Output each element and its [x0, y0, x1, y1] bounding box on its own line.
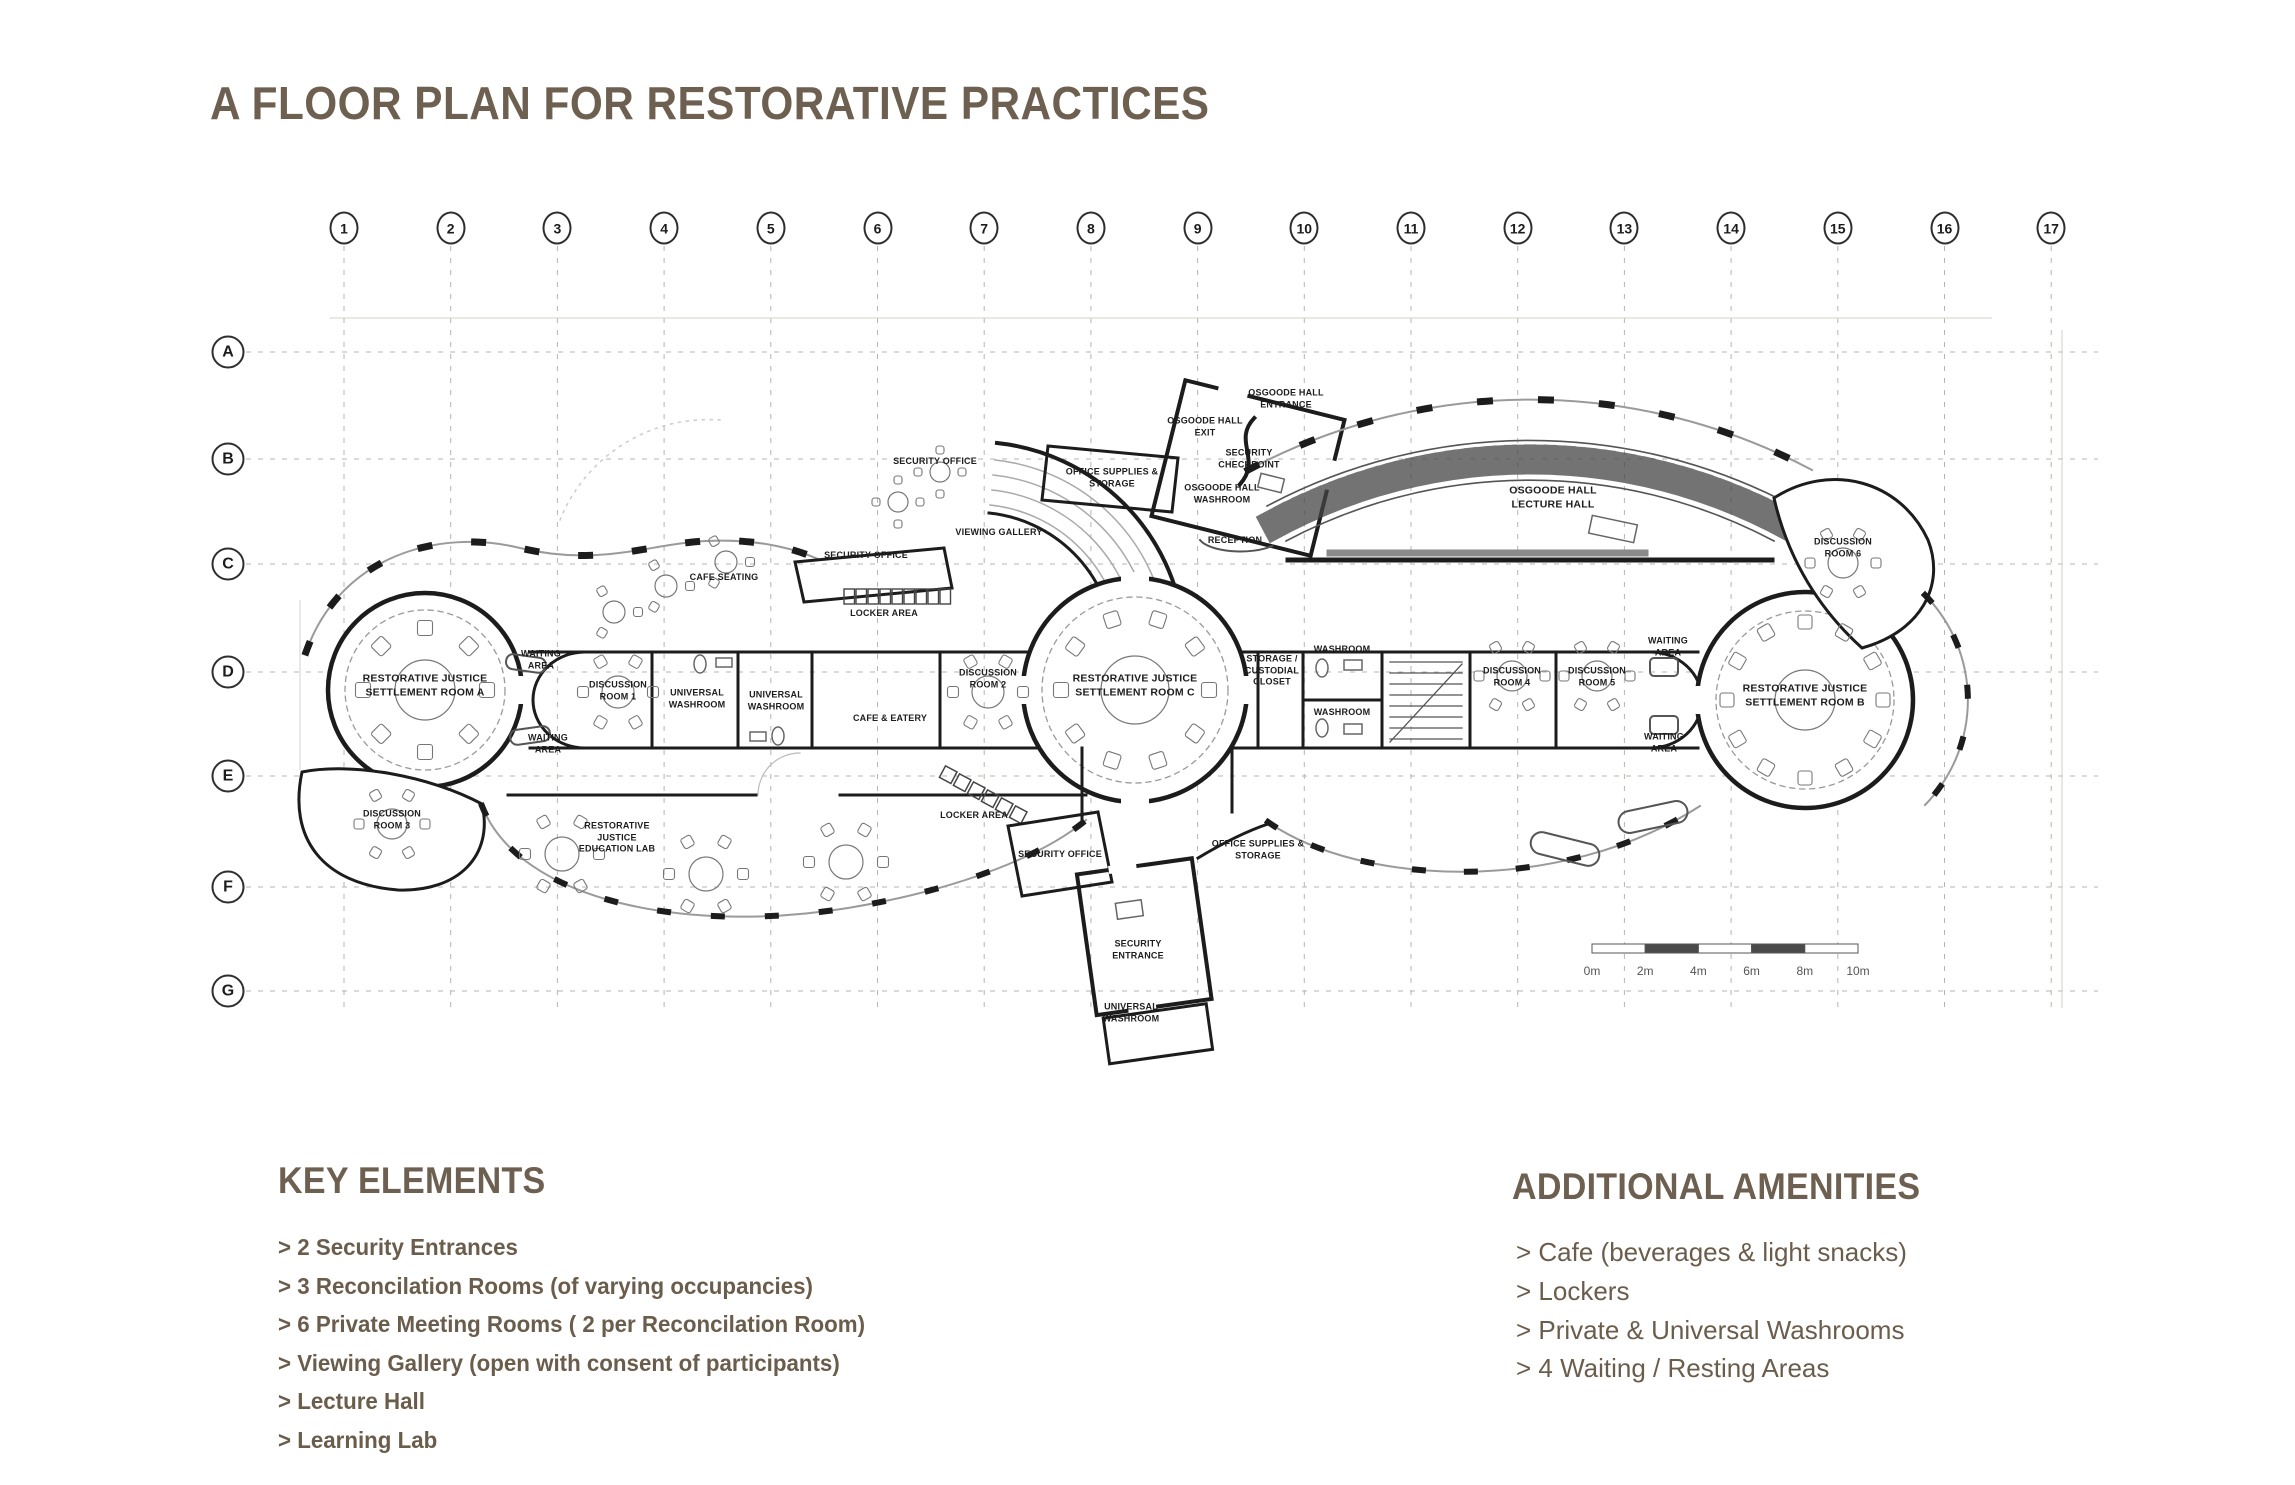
amenity-item: > Lockers: [1516, 1275, 1630, 1306]
room-label: OSGOODE HALL LECTURE HALL: [1509, 484, 1597, 510]
grid-column-bubble-1: 1: [329, 211, 359, 245]
room-label: DISCUSSION ROOM 3: [362, 808, 422, 830]
grid-column-bubble-16: 16: [1930, 211, 1959, 245]
room-label: UNIVERSAL WASHROOM: [1102, 1001, 1160, 1023]
grid-column-bubble-4: 4: [649, 211, 679, 245]
room-label: OFFICE SUPPLIES & STORAGE: [1065, 466, 1159, 488]
scale-bar-label: 10m: [1846, 964, 1870, 978]
grid-column-bubble-9: 9: [1183, 211, 1213, 245]
amenity-item: > 4 Waiting / Resting Areas: [1516, 1353, 1830, 1384]
room-label: UNIVERSAL WASHROOM: [747, 689, 805, 711]
key-element-item: > 2 Security Entrances: [278, 1234, 518, 1260]
grid-column-bubble-13: 13: [1609, 211, 1639, 245]
grid-column-bubble-15: 15: [1823, 211, 1853, 245]
room-label: OSGOODE HALL ENTRANCE: [1248, 387, 1324, 409]
grid-column-bubble-8: 8: [1076, 211, 1106, 245]
room-label: SECURITY OFFICE: [893, 456, 977, 467]
room-label: WAITING AREA: [521, 648, 561, 670]
grid-row-bubble-F: F: [211, 870, 245, 904]
grid-column-bubble-5: 5: [756, 211, 786, 245]
room-label: OSGOODE HALL WASHROOM: [1184, 482, 1260, 504]
room-label: RECEPTION: [1207, 535, 1263, 546]
scale-bar-label: 6m: [1743, 964, 1760, 978]
room-label: RESTORATIVE JUSTICE EDUCATION LAB: [578, 820, 656, 854]
room-label: RESTORATIVE JUSTICE SETTLEMENT ROOM A: [362, 672, 488, 698]
locker-row: [843, 588, 952, 605]
grid-row-bubble-G: G: [211, 974, 245, 1008]
furniture: [353, 445, 1891, 914]
grid-row-bubble-C: C: [211, 547, 245, 581]
grid-column-bubble-6: 6: [863, 211, 892, 245]
room-label: WAITING AREA: [528, 732, 568, 754]
grid-column-bubble-3: 3: [542, 211, 572, 245]
room-label: RESTORATIVE JUSTICE SETTLEMENT ROOM C: [1072, 672, 1198, 698]
grid-column-bubble-10: 10: [1289, 211, 1319, 245]
room-label: WASHROOM: [1313, 644, 1371, 655]
grid-column-bubble-7: 7: [969, 211, 999, 245]
grid-row-bubble-A: A: [211, 335, 245, 369]
scale-bar: [1591, 943, 1859, 954]
room-label: DISCUSSION ROOM 2: [958, 667, 1018, 689]
room-label: OSGOODE HALL EXIT: [1167, 415, 1243, 437]
scale-bar-label: 0m: [1583, 964, 1601, 978]
room-label: WAITING AREA: [1648, 635, 1688, 657]
key-element-item: > Learning Lab: [278, 1426, 438, 1453]
room-label: DISCUSSION ROOM 5: [1567, 665, 1627, 687]
scale-bar-label: 4m: [1690, 964, 1707, 978]
room-label: LOCKER AREA: [850, 608, 918, 619]
grid-row-bubble-E: E: [211, 759, 245, 793]
key-element-item: > 6 Private Meeting Rooms ( 2 per Reconc…: [278, 1311, 866, 1337]
key-element-item: > Lecture Hall: [278, 1388, 425, 1414]
dimension-lines: [299, 317, 2063, 1008]
room-label: DISCUSSION ROOM 1: [588, 679, 648, 701]
grid-column-bubble-12: 12: [1503, 211, 1533, 245]
grid-row-bubble-D: D: [211, 655, 245, 689]
room-label: STORAGE / CUSTODIAL CLOSET: [1244, 653, 1300, 687]
room-label: WAITING AREA: [1644, 731, 1684, 753]
grid-row-bubble-B: B: [211, 442, 245, 476]
additional-amenities-heading: ADDITIONAL AMENITIES: [1512, 1166, 1921, 1207]
room-label: DISCUSSION ROOM 4: [1482, 665, 1542, 687]
room-label: DISCUSSION ROOM 6: [1813, 536, 1873, 558]
additional-amenities-list: > Cafe (beverages & light snacks) > Locke…: [1516, 1233, 1907, 1388]
grid-column-bubble-14: 14: [1716, 211, 1746, 245]
room-label: WASHROOM: [1313, 707, 1371, 718]
grid-column-bubble-2: 2: [436, 211, 466, 245]
room-label: VIEWING GALLERY: [955, 527, 1043, 538]
room-label: SECURITY OFFICE: [1018, 849, 1102, 860]
room-label: CAFE SEATING: [689, 572, 759, 583]
grid-column-bubble-11: 11: [1396, 211, 1426, 245]
room-label: RESTORATIVE JUSTICE SETTLEMENT ROOM B: [1742, 682, 1868, 708]
room-label: SECURITY ENTRANCE: [1112, 938, 1164, 960]
page-title: A FLOOR PLAN FOR RESTORATIVE PRACTICES: [210, 77, 1210, 129]
room-label: SECURITY OFFICE: [824, 550, 908, 561]
room-label: CAFE & EATERY: [852, 713, 928, 724]
grid-column-bubble-17: 17: [2036, 211, 2066, 245]
room-label: SECURITY CHECKPOINT: [1218, 447, 1280, 469]
building-walls: [297, 377, 1971, 1066]
amenity-item: > Cafe (beverages & light snacks): [1516, 1237, 1907, 1267]
room-label: UNIVERSAL WASHROOM: [668, 687, 726, 709]
key-elements-heading: KEY ELEMENTS: [278, 1160, 546, 1201]
room-label: LOCKER AREA: [940, 810, 1008, 821]
scale-bar-label: 8m: [1796, 964, 1814, 978]
key-element-item: > 3 Reconcilation Rooms (of varying occu…: [278, 1272, 813, 1299]
room-label: OFFICE SUPPLIES & STORAGE: [1211, 838, 1305, 860]
amenity-item: > Private & Universal Washrooms: [1516, 1314, 1905, 1345]
scale-bar-label: 2m: [1636, 964, 1654, 978]
key-elements-list: > 2 Security Entrances > 3 Reconcilation …: [278, 1228, 865, 1459]
key-element-item: > Viewing Gallery (open with consent of …: [278, 1349, 840, 1376]
